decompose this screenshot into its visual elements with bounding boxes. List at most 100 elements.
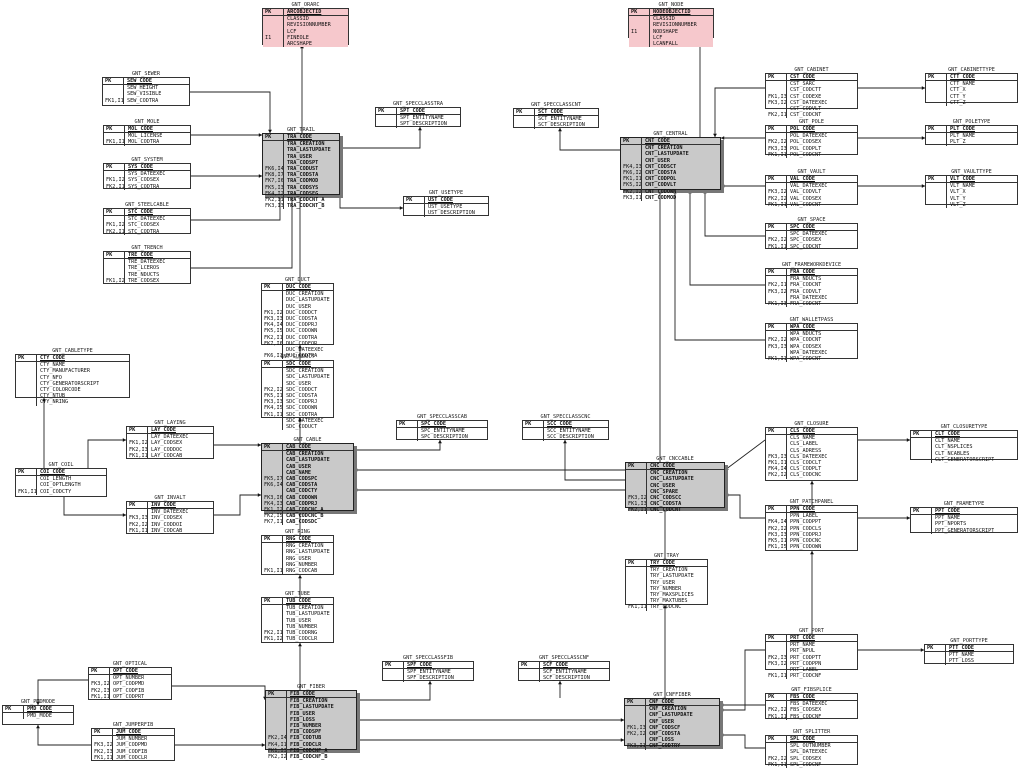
entity-title: GNT_SPLITTER xyxy=(792,729,831,735)
pk-label: PK xyxy=(104,209,125,216)
attribute-name: REVISIONNUMBER xyxy=(653,22,697,29)
pk-label: PK xyxy=(766,324,787,331)
attribute-name: CAB_CODPRJ xyxy=(286,500,318,507)
attribute-name: DUC_CODTRA xyxy=(286,353,318,360)
attribute-name: RNG_USER xyxy=(286,555,311,562)
attribute-name: PRT_NAME xyxy=(790,642,815,649)
pk-label: PK xyxy=(103,78,124,85)
attribute-name: CLASSID xyxy=(653,16,675,23)
attribute-name: POL_CODPLT xyxy=(790,145,822,152)
primary-key: PMD_CODE xyxy=(27,706,52,712)
attribute-name: LAY_CODSEX xyxy=(151,440,183,447)
attribute-name: PRT_NPUL xyxy=(790,648,815,655)
entity-title: GNT_TRAY xyxy=(654,553,679,559)
attribute-name: SCC_DESCRIPTION xyxy=(547,434,594,441)
attribute-name: DUC_CODSTA xyxy=(286,315,318,322)
attribute-name: TRE_DATEEXEC xyxy=(128,259,166,266)
attribute-name: SPL_DATEEXEC xyxy=(790,749,828,756)
attribute-name: TRY_LASTUPDATE xyxy=(650,573,694,580)
attribute-name: CNF_CODSTA xyxy=(649,730,681,737)
primary-key: CNF_CODE xyxy=(649,699,674,705)
primary-key: VLT_CODE xyxy=(950,176,975,182)
link-jumper-pmdmode-arrowhead xyxy=(36,725,40,729)
primary-key: SCT_CODE xyxy=(538,109,563,115)
pk-label: PK xyxy=(262,536,283,543)
primary-key: RNG_CODE xyxy=(286,536,311,542)
attribute-name: LCF xyxy=(653,34,663,41)
attribute-name: CTY_NTUB xyxy=(40,393,65,400)
attribute-name: TRA_USER xyxy=(287,153,312,160)
attribute-name: COI_LENGTH xyxy=(40,476,72,483)
attribute-name: WPA_CODCNT xyxy=(790,355,822,362)
attribute-name: SCT_DESCRIPTION xyxy=(538,122,585,129)
attribute-key: FK1,I1 xyxy=(768,151,787,158)
link-central-specclasscnt-arrowhead xyxy=(558,128,562,132)
attribute-key: FK6,I1 xyxy=(264,353,283,360)
attribute-name: FRA_CODCNT xyxy=(790,282,822,289)
attribute-name: SEW_VISIBLE xyxy=(127,91,162,98)
